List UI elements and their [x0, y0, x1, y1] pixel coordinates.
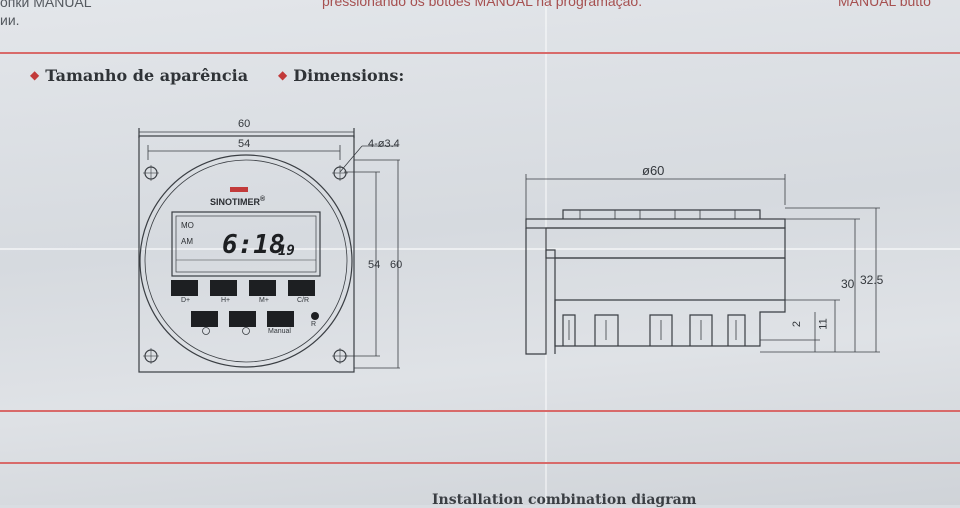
- label-c-r: C/R: [297, 297, 310, 304]
- dim-side-base: 11: [817, 318, 830, 330]
- dim-side-small: 2: [791, 320, 804, 328]
- top-cut-text-en: MANUAL butto: [838, 0, 931, 9]
- diamond-bullet-icon: ◆: [278, 68, 288, 82]
- label-r: R: [311, 321, 317, 328]
- label-h-plus: H+: [221, 297, 231, 304]
- red-rule-middle: [0, 410, 960, 412]
- label-d-plus: D+: [181, 297, 191, 304]
- heading-appearance-size: ◆Tamanho de aparência: [30, 66, 249, 85]
- dim-front-height-outer: 60: [390, 259, 403, 271]
- label-m-plus: M+: [259, 297, 269, 304]
- heading-dimensions: ◆Dimensions:: [278, 66, 405, 85]
- diamond-bullet-icon: ◆: [30, 68, 40, 82]
- red-rule-top: [0, 52, 960, 54]
- dim-front-width-inner: 54: [238, 138, 251, 150]
- top-cut-text-ru: опки MANUAL: [0, 0, 92, 10]
- red-rule-bottom: [0, 462, 960, 464]
- lcd-seconds: 19: [278, 243, 295, 259]
- bottom-cut-heading: Installation combination diagram: [432, 492, 697, 508]
- dim-front-width-outer: 60: [238, 118, 251, 130]
- dim-side-diameter: ø60: [642, 163, 665, 178]
- lcd-time: 6:18: [222, 230, 285, 260]
- dim-front-height-inner: 54: [368, 259, 381, 271]
- brand-logo: SINOTIMER®: [210, 196, 266, 207]
- top-cut-text-pt: pressionando os botões MANUAL na program…: [322, 0, 643, 9]
- dim-mount-holes: 4-ø3.4: [368, 138, 400, 150]
- paper-crease: [0, 248, 960, 250]
- lcd-day: MO: [181, 221, 194, 230]
- label-manual: Manual: [268, 328, 291, 335]
- lcd-ampm: AM: [181, 237, 193, 246]
- dim-side-height-outer: 32.5: [860, 273, 884, 287]
- front-indicator-led: [230, 187, 248, 192]
- top-cut-text-ru-2: ии.: [0, 12, 20, 28]
- dim-side-height-inner: 30: [841, 277, 855, 291]
